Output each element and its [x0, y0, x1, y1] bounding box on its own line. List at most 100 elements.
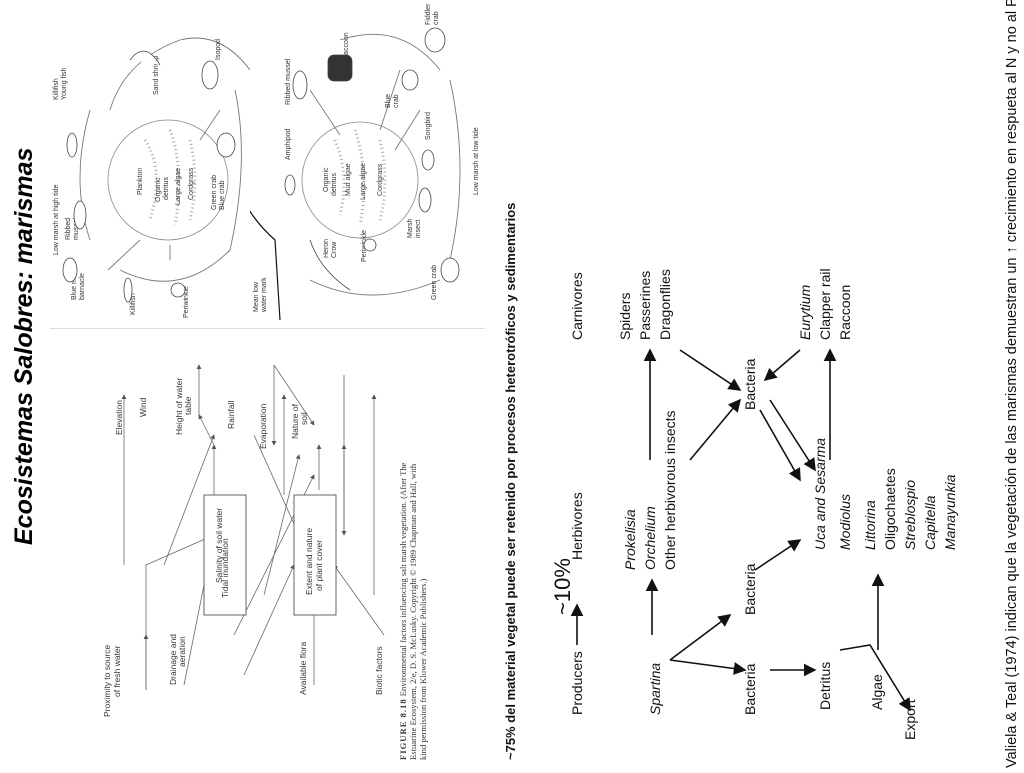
- lt-water-mark-2: water mark: [261, 277, 268, 313]
- node-drainage-2: aeration: [177, 636, 187, 667]
- node-oligochaetes: Oligochaetes: [882, 468, 898, 550]
- caption-line-1: Environmental factors influencing salt m…: [398, 462, 408, 697]
- page-subtitle: ~75% del material vegetal puede ser rete…: [503, 202, 518, 760]
- lt-center-5: Cordgrass: [377, 163, 384, 196]
- heron-sketch: [309, 239, 351, 291]
- high-tide-heading: Low marsh at high tide: [53, 184, 60, 255]
- node-bacteria-left: Bacteria: [742, 663, 758, 715]
- node-clapper: Clapper rail: [817, 268, 833, 340]
- extent-plant-cover-box: [293, 494, 337, 616]
- lt-amphipod: Amphipod: [285, 128, 292, 160]
- node-littorina: Littorina: [862, 500, 878, 550]
- percent-label: ~10%: [550, 558, 575, 615]
- node-salinity: Salinity of soil water: [214, 508, 224, 583]
- lt-heron-crow-2: Crow: [331, 241, 338, 258]
- node-height-water-1: Height of water: [174, 378, 184, 435]
- level-producers: Producers: [569, 651, 585, 715]
- low-tide-center-circle: [301, 121, 419, 239]
- green-crab-sketch: [216, 132, 236, 158]
- node-raccoon: Raccoon: [837, 285, 853, 340]
- node-spiders: Spiders: [617, 293, 633, 340]
- ht-center-4: Large algae: [175, 168, 182, 205]
- lt-center-2: detritus: [331, 173, 338, 196]
- high-tide-web-diagram: Low marsh at high tide Plankton Organic …: [53, 37, 251, 318]
- lt-raccoon: Raccoon: [343, 32, 350, 60]
- blue-mussel-sketch: [62, 257, 78, 283]
- figure-environmental-factors: Tidal inundation Extent and nature of pl…: [84, 335, 434, 765]
- lt-fiddler-1: Fiddler: [425, 3, 432, 25]
- high-tide-center-circle: [107, 119, 229, 241]
- lt-blue-crab-2: crab: [393, 94, 400, 108]
- node-uca: Uca and Sesarma: [812, 438, 828, 550]
- ribbed-mussel-sketch: [73, 200, 87, 230]
- lt-marsh-insect-1: Marsh: [407, 218, 414, 238]
- citation-note: Valiela & Teal (1974) indican que la veg…: [1004, 0, 1020, 768]
- tidal-inundation-box: [203, 494, 247, 616]
- node-passerines: Passerines: [637, 271, 653, 340]
- factor-arrows: [121, 364, 385, 690]
- marsh-insect-sketch: [418, 187, 432, 213]
- node-prokelisia: Prokelisia: [622, 509, 638, 570]
- node-proximity-1: Proximity to source: [102, 644, 112, 717]
- ht-center-3: detritus: [163, 177, 170, 200]
- panel-divider: [50, 328, 485, 329]
- low-tide-food-web: Low marsh at low tide Mean low water mar…: [233, 0, 480, 321]
- lt-marsh-insect-2: insect: [415, 220, 422, 238]
- food-web-arrows: [570, 348, 911, 712]
- spartina-web-diagram: Producers ~10% Herbivores Carnivores Spa…: [550, 268, 958, 740]
- lt-center-3: Mud algae: [345, 163, 352, 196]
- node-spartina: Spartina: [647, 663, 663, 715]
- node-tidal-inundation: Tidal inundation: [220, 538, 230, 598]
- node-export: Export: [902, 699, 918, 740]
- ht-isopod: Isopod: [215, 39, 222, 60]
- level-carnivores: Carnivores: [569, 272, 585, 340]
- node-height-water-2: table: [183, 396, 193, 415]
- lt-ribbed-mussel: Ribbed mussel: [285, 58, 292, 105]
- ht-blue-mussel-2: barnacle: [79, 273, 86, 300]
- ht-green-blue-crab-2: Blue crab: [219, 180, 226, 210]
- killifish-sketch: [123, 277, 133, 303]
- songbird-sketch: [421, 149, 435, 171]
- amphipod-sketch: [284, 174, 296, 196]
- ht-ribbed-mussel-1: Ribbed: [65, 218, 72, 240]
- low-tide-heading: Low marsh at low tide: [473, 127, 480, 195]
- ht-blue-mussel-1: Blue mussel: [71, 261, 78, 300]
- node-nature-soil-2: soil: [299, 412, 309, 425]
- ht-center-5: Cordgrass: [188, 167, 195, 200]
- raccoon-sketch: [327, 54, 353, 82]
- level-herbivores: Herbivores: [569, 492, 585, 560]
- caption-line-2: Estuarine Ecosystem, 2/e, D. S. McLusky.…: [408, 463, 418, 760]
- node-detritus: Detritus: [817, 662, 833, 710]
- ht-killifish: Killifish: [130, 293, 137, 315]
- figure-caption: FIGURE 8.18 Environmental factors influe…: [398, 463, 428, 761]
- node-other-herb: Other herbivorous insects: [662, 410, 678, 570]
- killifish-young-sketch: [66, 132, 78, 158]
- node-capitella: Capitella: [922, 495, 938, 550]
- lt-water-mark-1: Mean low: [253, 281, 260, 312]
- page-title: Ecosistemas Salobres: marismas: [10, 147, 38, 545]
- caption-line-3: kind permission from Kluwer Academic Pub…: [418, 578, 428, 760]
- isopod-sketch: [201, 60, 219, 90]
- green-crab-low-sketch: [440, 257, 460, 283]
- node-dragonflies: Dragonflies: [657, 269, 673, 340]
- lt-fiddler-2: crab: [433, 11, 440, 25]
- lt-center-4: Large algae: [360, 163, 367, 200]
- node-evaporation: Evaporation: [258, 403, 268, 449]
- high-tide-food-web: Low marsh at high tide Plankton Organic …: [50, 0, 251, 320]
- node-bacteria-center: Bacteria: [742, 358, 758, 410]
- ribbed-mussel-low-sketch: [292, 70, 308, 100]
- node-available-flora: Available flora: [298, 641, 308, 695]
- periwinkle-sketch: [170, 282, 186, 298]
- node-extent-line1: Extent and nature: [304, 528, 314, 595]
- node-drainage-1: Drainage and: [168, 634, 178, 685]
- node-streblospio: Streblospio: [902, 480, 918, 550]
- node-algae: Algae: [869, 674, 885, 710]
- periwinkle-low-sketch: [363, 238, 377, 252]
- node-elevation: Elevation: [114, 400, 124, 435]
- sand-shrimp-sketch: [129, 50, 161, 66]
- node-bacteria-top: Bacteria: [742, 563, 758, 615]
- environmental-factors-diagram: Tidal inundation Extent and nature of pl…: [102, 364, 385, 717]
- lt-heron-crow-1: Heron: [323, 239, 330, 258]
- spartina-food-web: Producers ~10% Herbivores Carnivores Spa…: [530, 230, 980, 768]
- low-tide-web-diagram: Low marsh at low tide Mean low water mar…: [233, 0, 480, 321]
